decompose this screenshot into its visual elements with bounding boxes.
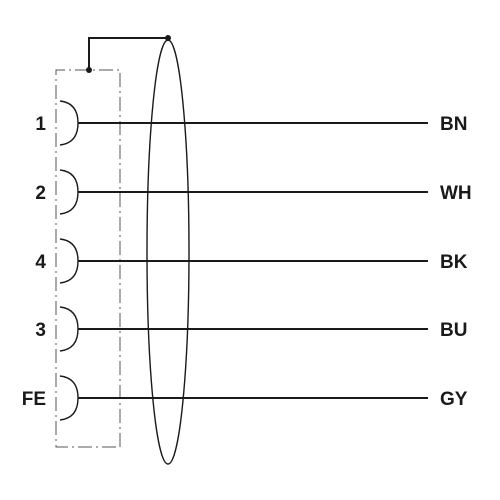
pin-socket-contact-1 [59, 169, 79, 215]
pin-label-1: 2 [35, 183, 46, 204]
pin-label-4: FE [22, 389, 46, 410]
wire-color-label-1: WH [440, 183, 472, 204]
pin-label-0: 1 [35, 114, 46, 135]
pin-label-2: 4 [35, 252, 46, 273]
pin-socket-contact-0 [59, 100, 79, 146]
shield-connection-wire [88, 37, 168, 70]
cable-shield-ellipse [146, 39, 190, 465]
wire-color-label-0: BN [440, 114, 467, 135]
pin-rows: 1 BN 2 WH 4 BK 3 BU FE GY [22, 100, 472, 421]
shield-top-dot [165, 35, 171, 41]
pin-socket-contact-3 [59, 306, 79, 352]
pin-socket-contact-2 [59, 238, 79, 284]
wire-color-label-3: BU [440, 320, 467, 341]
connector-housing-outline [55, 69, 121, 448]
shield-junction-dot [86, 67, 92, 73]
pin-socket-contact-4 [59, 375, 79, 421]
wire-color-label-4: GY [440, 389, 468, 410]
wire-color-label-2: BK [440, 252, 468, 273]
pin-label-3: 3 [35, 320, 46, 341]
